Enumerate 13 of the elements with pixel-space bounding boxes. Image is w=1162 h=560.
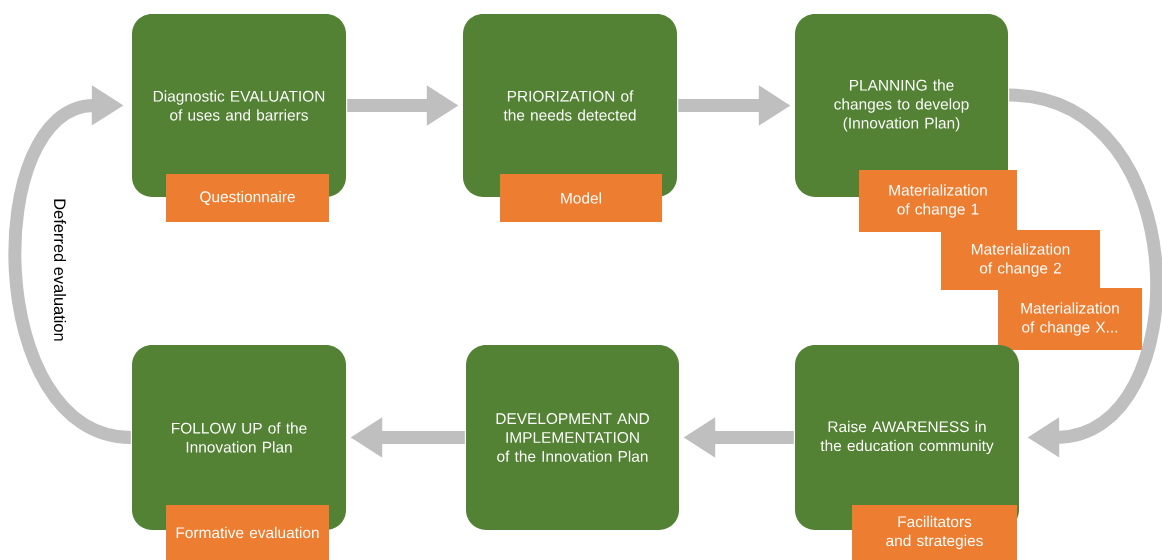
tag-box: Formative evaluation	[166, 505, 329, 560]
tag-box: Materialization of change 2	[941, 230, 1100, 290]
tag-box: Materialization of change 1	[859, 170, 1017, 232]
arrow	[1008, 88, 1162, 458]
tag-box: Materialization of change X...	[998, 288, 1142, 350]
arrow	[8, 85, 133, 444]
tag-box: Model	[500, 174, 662, 222]
node-label: Materialization of change 2	[971, 243, 1070, 277]
process-box: DEVELOPMENT AND IMPLEMENTATION of the Innovation Plan	[466, 345, 679, 530]
edge-label: Deferred evaluation	[52, 196, 69, 344]
node-label: Materialization of change X...	[1021, 302, 1119, 336]
tag-box: Questionnaire	[166, 174, 329, 222]
tag-box: Facilitators and strategies	[852, 505, 1017, 560]
